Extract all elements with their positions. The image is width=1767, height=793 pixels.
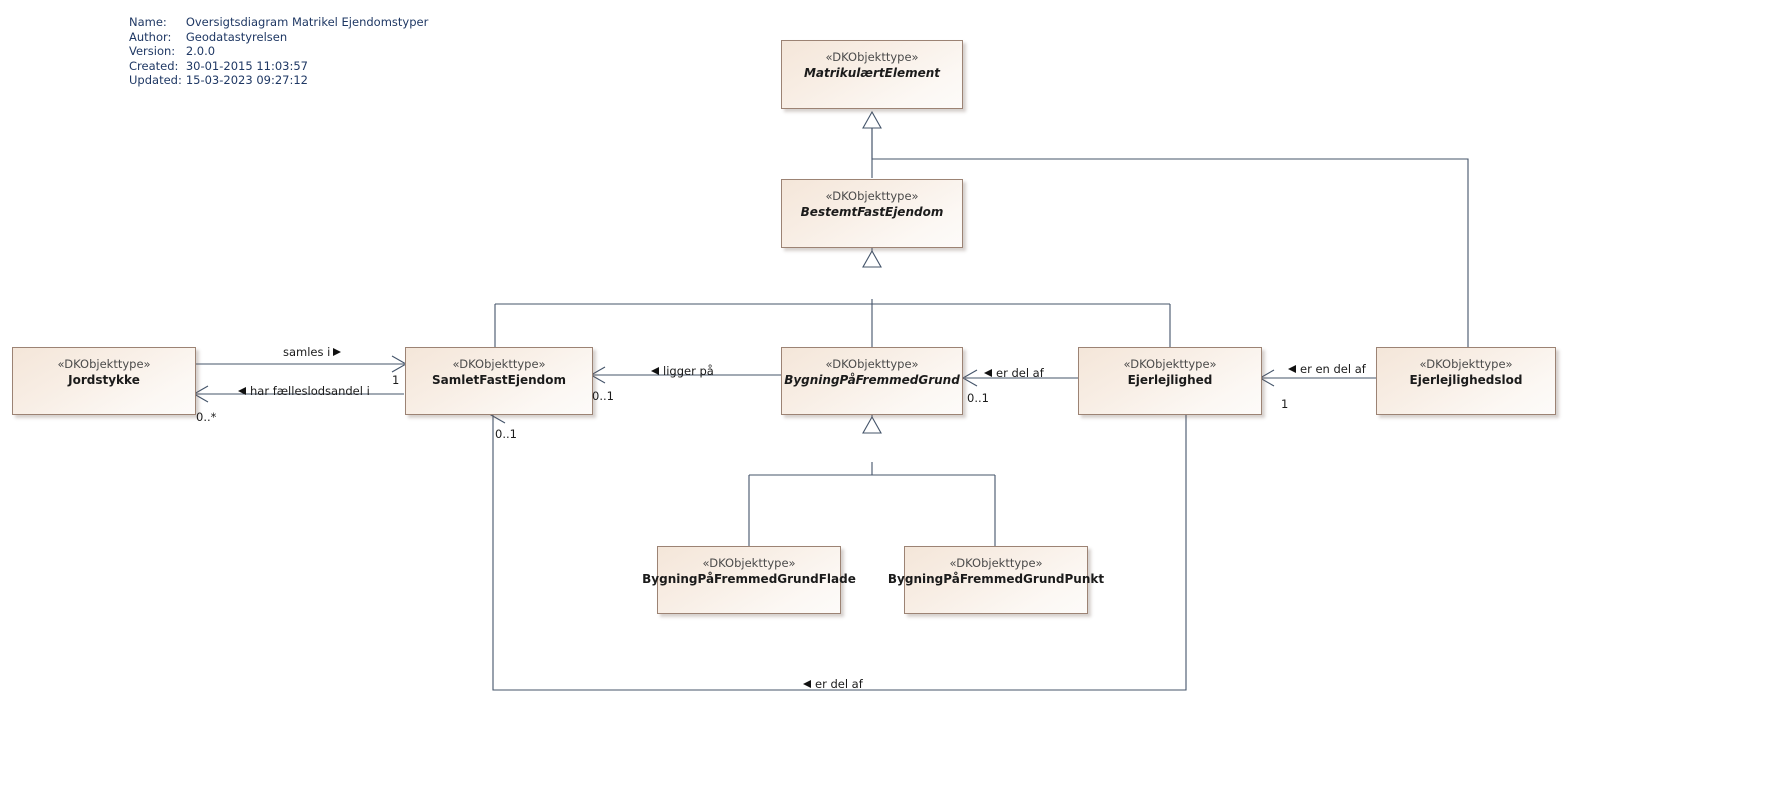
- direction-triangle-left-icon: [238, 386, 246, 395]
- assoc-label-er-del-af-bpfg: er del af: [984, 367, 1044, 380]
- class-name-bygningpaafremmedgrundflade: BygningPåFremmedGrundFlade: [642, 572, 856, 586]
- assoc-label-har-faelleslodsandel: har fælleslodsandel i: [238, 385, 370, 398]
- class-name-ejerlejlighed: Ejerlejlighed: [1127, 373, 1213, 387]
- class-name-matrikulaertelement: MatrikulærtElement: [803, 66, 941, 80]
- assoc-label-har-faelleslodsandel-text: har fælleslodsandel i: [250, 384, 370, 398]
- direction-triangle-left-icon: [651, 366, 659, 375]
- assoc-label-er-del-af-bpfg-text: er del af: [996, 366, 1044, 380]
- generalization-triangle-matrikulaertelement: [862, 110, 882, 129]
- class-stereotype: «DKObjekttype»: [949, 556, 1043, 570]
- class-node-bygningpaafremmedgrundflade[interactable]: «DKObjekttype» BygningPåFremmedGrundFlad…: [642, 546, 856, 614]
- assoc-arrow-samles-i: [391, 355, 408, 373]
- assoc-label-ligger-paa: ligger på: [651, 365, 714, 378]
- metadata-row-updated: Updated: 15-03-2023 09:27:12: [129, 73, 428, 88]
- assoc-label-er-en-del-af-text: er en del af: [1300, 362, 1366, 376]
- metadata-row-name: Name: Oversigtsdiagram Matrikel Ejendoms…: [129, 15, 428, 30]
- direction-triangle-right-icon: [333, 347, 342, 356]
- assoc-label-ligger-paa-text: ligger på: [663, 364, 714, 378]
- assoc-label-er-del-af-bottom-text: er del af: [815, 677, 863, 691]
- class-stereotype: «DKObjekttype»: [825, 357, 919, 371]
- multiplicity-ejerlejlighed-zeroone: 0..1: [967, 391, 989, 405]
- multiplicity-samletfastejendom-one: 1: [392, 373, 400, 387]
- assoc-label-samles-i: samles i: [283, 345, 342, 359]
- assoc-arrow-har-faelleslodsandel: [192, 385, 209, 403]
- class-name-ejerlejlighedslod: Ejerlejlighedslod: [1409, 373, 1523, 387]
- class-name-samletfastejendom: SamletFastEjendom: [431, 373, 567, 387]
- multiplicity-samletfastejendom-below: 0..1: [495, 427, 517, 441]
- metadata-value-name: Oversigtsdiagram Matrikel Ejendomstyper: [185, 15, 429, 29]
- class-node-ejerlejlighed[interactable]: «DKObjekttype» Ejerlejlighed: [1078, 347, 1262, 415]
- class-stereotype: «DKObjekttype»: [57, 357, 151, 371]
- class-name-bygningpaafremmedgrund: BygningPåFremmedGrund: [784, 373, 960, 387]
- class-node-matrikulaertelement[interactable]: «DKObjekttype» MatrikulærtElement: [781, 40, 963, 109]
- metadata-row-created: Created: 30-01-2015 11:03:57: [129, 59, 428, 74]
- metadata-key-version: Version:: [129, 44, 176, 59]
- assoc-label-samles-i-text: samles i: [283, 345, 331, 359]
- assoc-arrow-er-del-af-bpfg: [961, 369, 978, 387]
- metadata-row-version: Version: 2.0.0: [129, 44, 428, 59]
- class-name-bygningpaafremmedgrundpunkt: BygningPåFremmedGrundPunkt: [887, 572, 1105, 586]
- metadata-value-created: 30-01-2015 11:03:57: [185, 58, 308, 73]
- class-node-ejerlejlighedslod[interactable]: «DKObjekttype» Ejerlejlighedslod: [1376, 347, 1556, 415]
- class-node-bygningpaafremmedgrund[interactable]: «DKObjekttype» BygningPåFremmedGrund: [781, 347, 963, 415]
- assoc-arrow-ligger-paa: [589, 366, 606, 384]
- diagram-metadata: Name: Oversigtsdiagram Matrikel Ejendoms…: [129, 15, 428, 88]
- metadata-value-author: Geodatastyrelsen: [185, 29, 288, 44]
- generalization-tree-bestemtfastejendom: [494, 299, 1171, 348]
- class-name-bestemtfastejendom: BestemtFastEjendom: [800, 205, 944, 219]
- multiplicity-jordstykke: 0..*: [196, 410, 217, 424]
- metadata-key-created: Created:: [129, 58, 179, 73]
- generalization-tree-bygningpaafremmedgrund: [748, 462, 996, 547]
- direction-triangle-left-icon: [984, 368, 992, 377]
- multiplicity-samletfastejendom-zeroone: 0..1: [592, 389, 614, 403]
- generalization-triangle-bygningpaafremmedgrund: [862, 415, 882, 434]
- class-node-jordstykke[interactable]: «DKObjekttype» Jordstykke: [12, 347, 196, 415]
- class-name-jordstykke: Jordstykke: [68, 373, 140, 387]
- metadata-key-updated: Updated:: [129, 73, 182, 88]
- metadata-value-updated: 15-03-2023 09:27:12: [185, 73, 308, 88]
- assoc-label-er-en-del-af: er en del af: [1288, 363, 1366, 376]
- multiplicity-ejerlejlighedslod-one: 1: [1281, 397, 1289, 411]
- assoc-label-er-del-af-bottom: er del af: [803, 678, 863, 691]
- assoc-arrow-er-en-del-af: [1258, 369, 1275, 387]
- metadata-key-author: Author:: [129, 29, 172, 44]
- metadata-value-version: 2.0.0: [185, 44, 216, 59]
- class-stereotype: «DKObjekttype»: [702, 556, 796, 570]
- class-node-bestemtfastejendom[interactable]: «DKObjekttype» BestemtFastEjendom: [781, 179, 963, 248]
- class-stereotype: «DKObjekttype»: [452, 357, 546, 371]
- direction-triangle-left-icon: [1288, 364, 1296, 373]
- class-node-bygningpaafremmedgrundpunkt[interactable]: «DKObjekttype» BygningPåFremmedGrundPunk…: [888, 546, 1104, 614]
- class-node-samletfastejendom[interactable]: «DKObjekttype» SamletFastEjendom: [405, 347, 593, 415]
- class-stereotype: «DKObjekttype»: [825, 50, 919, 64]
- class-stereotype: «DKObjekttype»: [825, 189, 919, 203]
- metadata-key-name: Name:: [129, 15, 167, 29]
- generalization-triangle-bestemtfastejendom: [862, 249, 882, 268]
- metadata-row-author: Author: Geodatastyrelsen: [129, 30, 428, 45]
- class-stereotype: «DKObjekttype»: [1123, 357, 1217, 371]
- class-stereotype: «DKObjekttype»: [1419, 357, 1513, 371]
- direction-triangle-left-icon: [803, 679, 811, 688]
